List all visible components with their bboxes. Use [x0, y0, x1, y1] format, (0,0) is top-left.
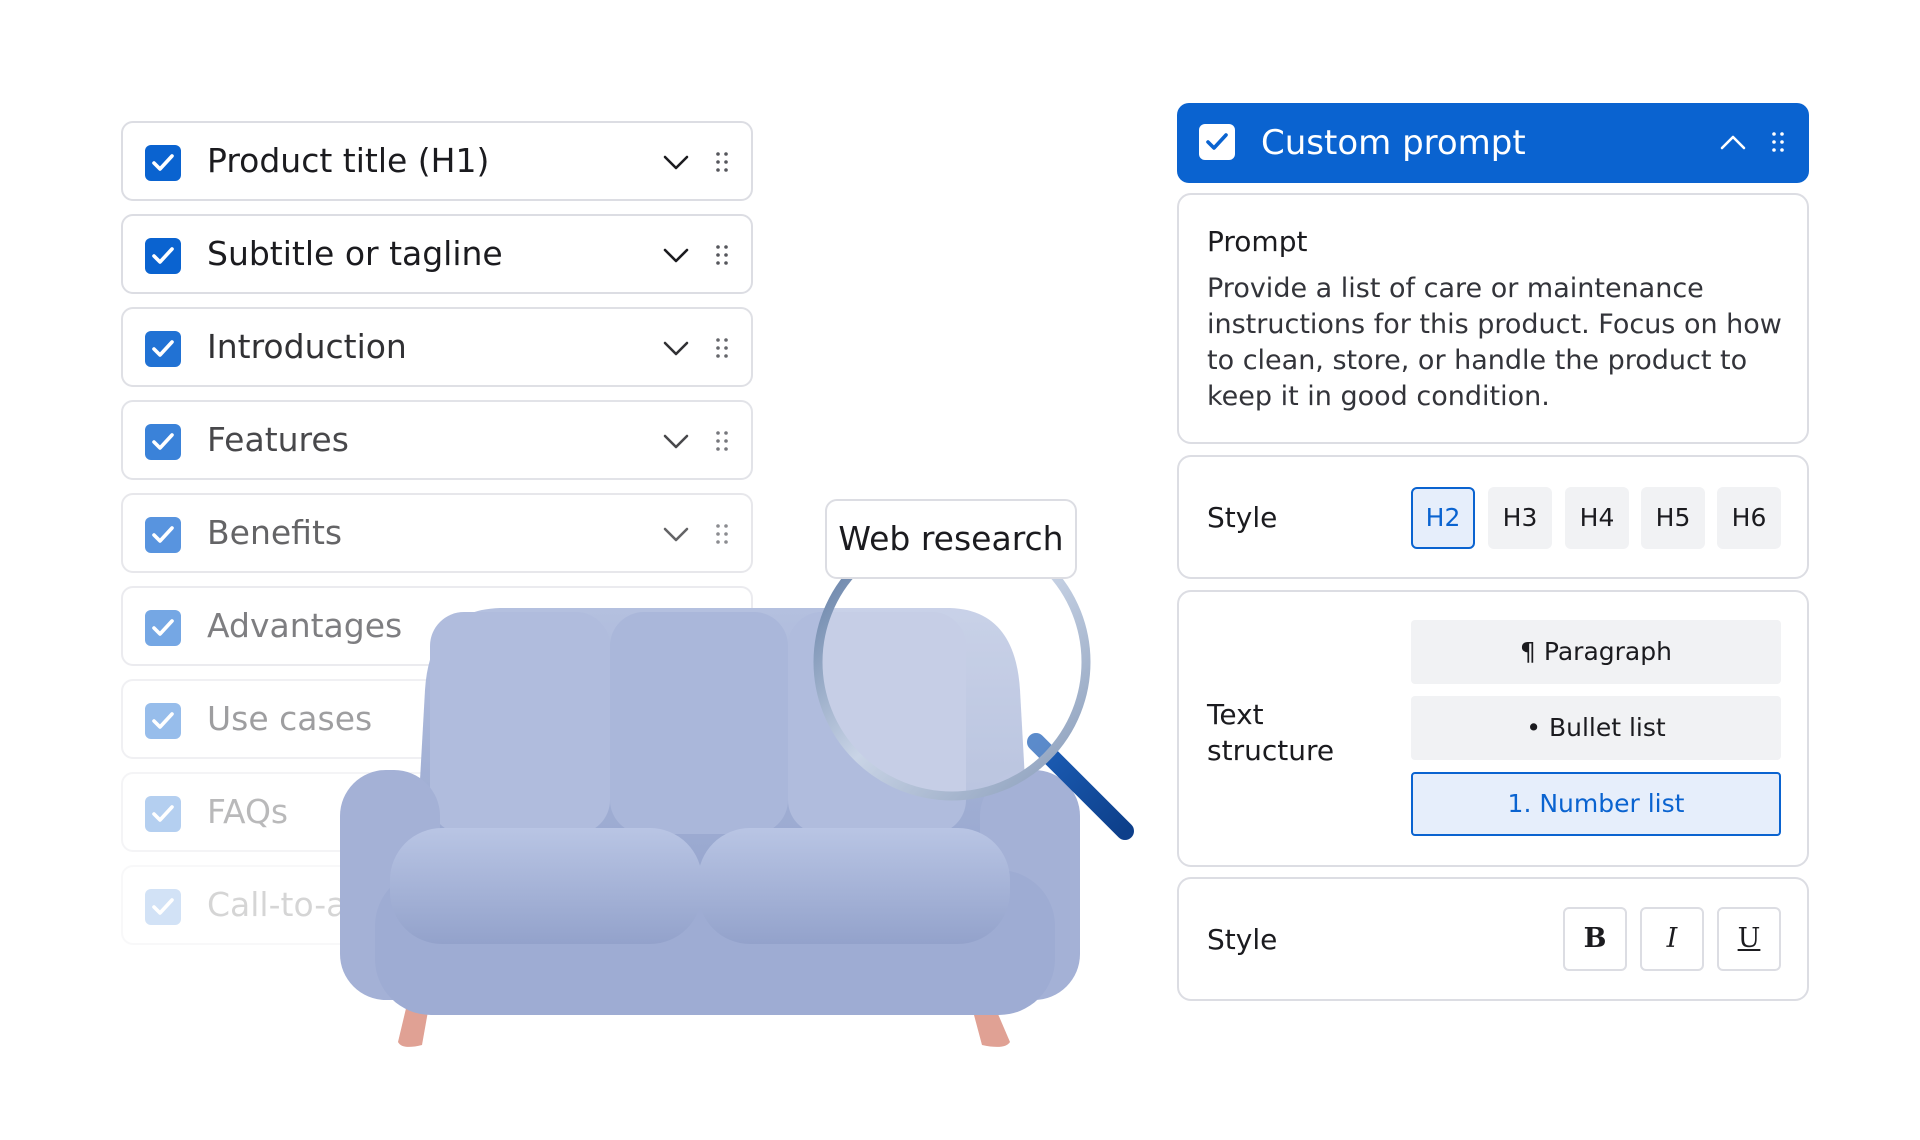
section-label: Features: [207, 420, 349, 459]
section-checkbox[interactable]: [145, 796, 181, 832]
section-row[interactable]: Features: [121, 400, 753, 480]
check-icon: [152, 247, 174, 264]
section-checkbox[interactable]: [145, 703, 181, 739]
format-style-card: Style B I U: [1177, 877, 1809, 1001]
prompt-textarea[interactable]: Provide a list of care or maintenance in…: [1207, 273, 1782, 412]
text-structure-label-line2: structure: [1207, 734, 1335, 767]
sofa-illustration: [340, 540, 1134, 1047]
text-structure-card: Text structure ¶ Paragraph • Bullet list…: [1177, 590, 1809, 867]
text-structure-label-line1: Text: [1207, 698, 1264, 731]
section-label: Introduction: [207, 327, 407, 366]
section-checkbox[interactable]: [145, 145, 181, 181]
bold-button[interactable]: B: [1563, 907, 1627, 971]
drag-handle-icon[interactable]: [715, 337, 729, 359]
heading-h2-button[interactable]: H2: [1411, 487, 1475, 549]
section-label: Call-to-a: [207, 885, 347, 924]
section-row[interactable]: Product title (H1): [121, 121, 753, 201]
section-label: Use cases: [207, 699, 373, 738]
prompt-card: Prompt Provide a list of care or mainten…: [1177, 193, 1809, 444]
drag-handle-icon[interactable]: [715, 523, 729, 545]
prompt-label: Prompt: [1207, 225, 1308, 258]
drag-handle-icon[interactable]: [1771, 131, 1785, 153]
drag-handle-icon[interactable]: [715, 151, 729, 173]
check-icon: [152, 619, 174, 636]
section-label: Product title (H1): [207, 141, 490, 180]
check-icon: [152, 526, 174, 543]
check-icon: [152, 154, 174, 171]
heading-style-label: Style: [1207, 501, 1278, 534]
heading-h6-button[interactable]: H6: [1717, 487, 1781, 549]
check-icon: [152, 898, 174, 915]
section-checkbox[interactable]: [145, 517, 181, 553]
heading-h5-button[interactable]: H5: [1641, 487, 1705, 549]
section-label: Subtitle or tagline: [207, 234, 503, 273]
custom-prompt-title: Custom prompt: [1261, 123, 1526, 163]
heading-h3-button[interactable]: H3: [1488, 487, 1552, 549]
web-research-badge[interactable]: Web research: [825, 499, 1077, 579]
section-row[interactable]: Subtitle or tagline: [121, 214, 753, 294]
number-list-button[interactable]: 1. Number list: [1411, 772, 1781, 836]
section-checkbox[interactable]: [145, 331, 181, 367]
section-label: Advantages: [207, 606, 403, 645]
check-icon: [152, 712, 174, 729]
custom-prompt-checkbox[interactable]: [1199, 124, 1235, 160]
check-icon: [152, 433, 174, 450]
drag-handle-icon[interactable]: [715, 244, 729, 266]
section-checkbox[interactable]: [145, 889, 181, 925]
paragraph-button[interactable]: ¶ Paragraph: [1411, 620, 1781, 684]
section-label: FAQs: [207, 792, 289, 831]
chevron-down-icon[interactable]: [661, 426, 691, 456]
section-checkbox[interactable]: [145, 610, 181, 646]
section-row[interactable]: Benefits: [121, 493, 753, 573]
check-icon: [152, 340, 174, 357]
chevron-down-icon[interactable]: [661, 519, 691, 549]
format-style-label: Style: [1207, 923, 1278, 956]
section-row[interactable]: Introduction: [121, 307, 753, 387]
check-icon: [152, 805, 174, 822]
italic-button[interactable]: I: [1640, 907, 1704, 971]
drag-handle-icon[interactable]: [715, 430, 729, 452]
heading-h4-button[interactable]: H4: [1565, 487, 1629, 549]
check-icon: [1206, 133, 1228, 150]
section-checkbox[interactable]: [145, 424, 181, 460]
heading-style-card: Style H2 H3 H4 H5 H6: [1177, 455, 1809, 579]
underline-button[interactable]: U: [1717, 907, 1781, 971]
chevron-down-icon[interactable]: [661, 147, 691, 177]
bullet-list-button[interactable]: • Bullet list: [1411, 696, 1781, 760]
chevron-down-icon[interactable]: [661, 333, 691, 363]
section-label: Benefits: [207, 513, 343, 552]
custom-prompt-header[interactable]: Custom prompt: [1177, 103, 1809, 183]
chevron-up-icon[interactable]: [1717, 127, 1749, 159]
chevron-down-icon[interactable]: [661, 240, 691, 270]
section-checkbox[interactable]: [145, 238, 181, 274]
